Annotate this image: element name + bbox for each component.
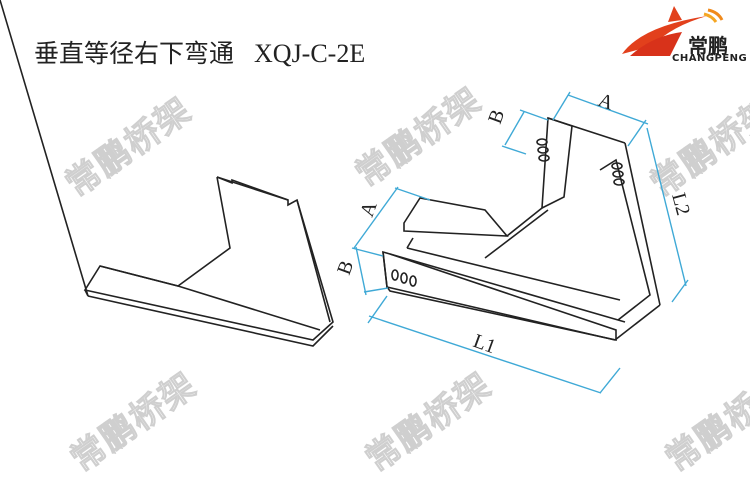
title-chinese: 垂直等径右下弯通	[34, 39, 235, 68]
dimension-label-b-left: B	[333, 258, 358, 278]
logo-name-en: CHANGPENG	[672, 53, 748, 64]
page-title: 垂直等径右下弯通 XQJ-C-2E	[34, 34, 365, 70]
elbow-diagrams: A B L2 A B L1	[0, 0, 694, 394]
changpeng-logo-icon	[622, 6, 724, 56]
left-elbow-outline	[0, 0, 334, 347]
dimension-label-l1: L1	[470, 330, 498, 358]
title-model-code: XQJ-C-2E	[254, 39, 366, 68]
right-elbow-dimensioned	[382, 116, 661, 341]
dimension-label-l2: L2	[667, 191, 694, 218]
dimension-label-a-left: A	[356, 198, 382, 220]
logo-name-cn: 常鹏	[688, 34, 728, 58]
dimension-label-b-top: B	[484, 107, 509, 127]
dimension-lines	[351, 91, 689, 394]
